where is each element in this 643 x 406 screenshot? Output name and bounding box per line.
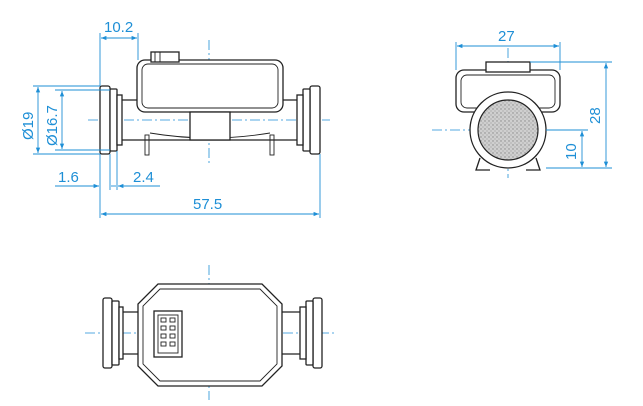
pipe-opening [477, 99, 539, 161]
housing-neck [189, 111, 231, 141]
top-right-flange-inner [305, 300, 314, 366]
dim-label-flange-thickness: 1.6 [58, 169, 79, 186]
side-dimensions: 27 28 10 [455, 28, 612, 169]
connector-top [150, 51, 180, 63]
top-right-neck [299, 306, 307, 360]
top-pipe [122, 311, 300, 355]
dim-label-overall-length: 57.5 [193, 196, 222, 213]
left-support-tab [144, 134, 150, 156]
left-flange-outer [99, 85, 111, 155]
side-view [432, 48, 585, 178]
top-housing [137, 283, 283, 387]
top-left-flange-outer [102, 297, 113, 369]
side-feet [475, 157, 541, 171]
top-left-flange-inner [111, 300, 120, 366]
dim-label-side-height: 28 [587, 107, 604, 124]
right-flange-inner [302, 88, 311, 152]
sensor-housing [136, 59, 284, 113]
dim-label-top-width: 10.2 [104, 19, 133, 36]
dim-label-bottom-offset: 10 [563, 143, 580, 160]
top-connector [153, 310, 183, 358]
front-view [88, 40, 330, 165]
top-view [85, 265, 335, 400]
top-right-flange-outer [312, 297, 323, 369]
front-dimensions: 10.2 Ø19 Ø16.7 1.6 2.4 57.5 [20, 19, 321, 218]
dim-label-inner-diameter: Ø16.7 [44, 105, 61, 146]
connector-pins [160, 317, 176, 347]
right-flange-outer [309, 85, 321, 155]
right-support-tab [269, 134, 275, 156]
dim-label-flange-gap: 2.4 [133, 169, 154, 186]
top-housing-inner [142, 288, 278, 382]
dim-label-side-width: 27 [498, 28, 515, 45]
left-flange-neck [116, 94, 123, 146]
side-connector [485, 61, 531, 73]
top-connector-inner [157, 314, 179, 354]
top-left-neck [118, 306, 124, 360]
right-flange-neck [296, 94, 304, 146]
left-flange-inner [109, 88, 118, 152]
sensor-housing-inner [141, 63, 279, 109]
dim-label-outer-diameter: Ø19 [20, 112, 37, 140]
